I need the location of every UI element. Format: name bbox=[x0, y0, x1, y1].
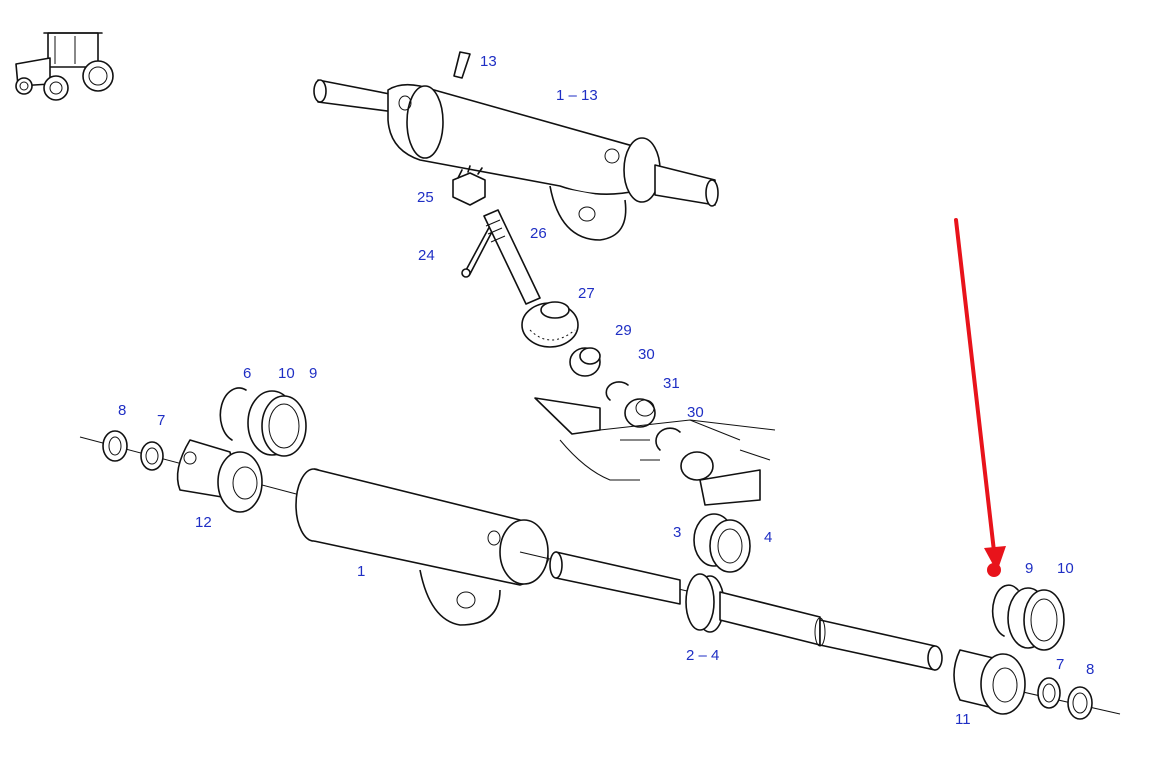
pin-13 bbox=[453, 51, 471, 79]
label-24: 24 bbox=[418, 247, 435, 264]
ring-7-right bbox=[1037, 677, 1061, 709]
dust-boot-27 bbox=[521, 301, 579, 348]
label-2-4: 2 – 4 bbox=[686, 647, 719, 664]
circlip-30-lower bbox=[655, 427, 681, 451]
ball-stud-26 bbox=[483, 209, 541, 305]
seal-8-right bbox=[1067, 686, 1093, 720]
gland-12 bbox=[176, 439, 263, 513]
label-31: 31 bbox=[663, 375, 680, 392]
label-3: 3 bbox=[673, 524, 681, 541]
frame-sketch bbox=[534, 397, 776, 506]
snap-ring-6 bbox=[219, 387, 247, 441]
label-8-right: 8 bbox=[1086, 661, 1094, 678]
main-cylinder-1 bbox=[295, 468, 549, 626]
label-30-upper: 30 bbox=[638, 346, 655, 363]
ring-7-left bbox=[140, 441, 164, 471]
label-26: 26 bbox=[530, 225, 547, 242]
red-arrow-pointer bbox=[954, 218, 1006, 577]
label-10-left: 10 bbox=[278, 365, 295, 382]
upper-cylinder bbox=[313, 79, 719, 241]
circlip-30-upper bbox=[605, 381, 629, 401]
label-12: 12 bbox=[195, 514, 212, 531]
label-7-left: 7 bbox=[157, 412, 165, 429]
snap-ring-9-right bbox=[991, 584, 1019, 637]
seal-10-right bbox=[1007, 587, 1065, 651]
label-7-right: 7 bbox=[1056, 656, 1064, 673]
label-1-13: 1 – 13 bbox=[556, 87, 598, 104]
label-27: 27 bbox=[578, 285, 595, 302]
gland-11 bbox=[953, 649, 1026, 715]
seal-8-left bbox=[102, 430, 128, 462]
bushing-31 bbox=[624, 398, 656, 428]
piston-rod-2-4 bbox=[549, 551, 943, 671]
label-1: 1 bbox=[357, 563, 365, 580]
label-9-left: 9 bbox=[309, 365, 317, 382]
seat-29 bbox=[569, 347, 601, 377]
seal-3-4 bbox=[693, 513, 751, 573]
seal-10-9-left bbox=[247, 390, 307, 457]
label-4: 4 bbox=[764, 529, 772, 546]
castle-nut-25 bbox=[452, 165, 486, 206]
label-13: 13 bbox=[480, 53, 497, 70]
tractor-icon bbox=[15, 32, 114, 101]
label-10-right: 10 bbox=[1057, 560, 1074, 577]
label-8-left: 8 bbox=[118, 402, 126, 419]
label-9-right: 9 bbox=[1025, 560, 1033, 577]
label-6: 6 bbox=[243, 365, 251, 382]
label-25: 25 bbox=[417, 189, 434, 206]
label-29: 29 bbox=[615, 322, 632, 339]
label-30-lower: 30 bbox=[687, 404, 704, 421]
label-11: 11 bbox=[955, 711, 971, 728]
